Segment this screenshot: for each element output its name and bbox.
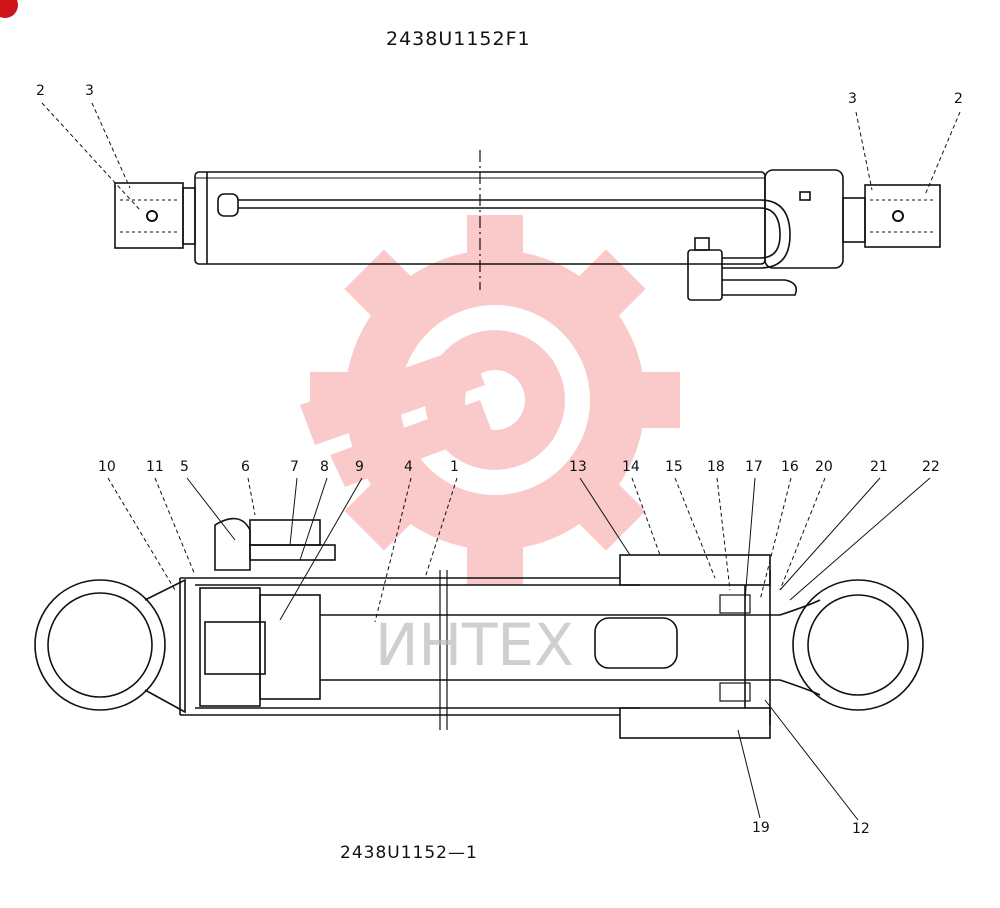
callout-18: 18 [707, 459, 725, 475]
section-tube [179, 577, 640, 716]
callout-15: 15 [665, 459, 683, 475]
callout-top-2-right: 2 [954, 91, 963, 107]
right-rod-eye-block [864, 184, 941, 248]
callout-12: 12 [852, 821, 870, 837]
hydraulic-pipe [217, 193, 798, 301]
callout-13: 13 [569, 459, 587, 475]
callout-4: 4 [404, 459, 413, 475]
callout-17: 17 [745, 459, 763, 475]
callout-7: 7 [290, 459, 299, 475]
callout-1: 1 [450, 459, 459, 475]
callout-6: 6 [241, 459, 250, 475]
callout-top-2-left: 2 [36, 83, 45, 99]
watermark-text: ИНТЕХ [375, 611, 574, 679]
callout-22: 22 [922, 459, 940, 475]
watermark-logo [300, 215, 680, 585]
piston-rod [320, 614, 780, 681]
callout-16: 16 [781, 459, 799, 475]
cylinder-section-view [34, 517, 924, 739]
callout-10: 10 [98, 459, 116, 475]
callout-14: 14 [622, 459, 640, 475]
callout-20: 20 [815, 459, 833, 475]
callout-8: 8 [320, 459, 329, 475]
callout-top-3-right: 3 [848, 91, 857, 107]
right-bearing-eye [779, 579, 924, 711]
callout-11: 11 [146, 459, 164, 475]
callout-21: 21 [870, 459, 888, 475]
section-break-line [439, 570, 448, 730]
callout-5: 5 [180, 459, 189, 475]
callout-9: 9 [355, 459, 364, 475]
left-bearing-eye [34, 578, 186, 714]
cylinder-head [619, 554, 771, 739]
cylinder-external-view [114, 150, 941, 301]
left-rod-eye-block [114, 182, 196, 249]
watermark-wrench [300, 345, 492, 487]
callout-top-3-left: 3 [85, 83, 94, 99]
cylinder-head-block [764, 169, 866, 269]
top-callouts: 2 3 3 2 [36, 83, 963, 211]
top-drawing-number: 2438U1152F1 [386, 28, 531, 50]
piston [199, 587, 321, 707]
corner-badge [0, 0, 18, 18]
bottom-drawing-number: 2438U1152—1 [340, 843, 478, 863]
port-fitting [214, 517, 336, 571]
callout-19: 19 [752, 820, 770, 836]
bottom-callouts: 10 11 5 6 7 8 9 4 1 13 14 15 18 17 16 20… [98, 459, 940, 837]
watermark-gear [310, 215, 680, 585]
